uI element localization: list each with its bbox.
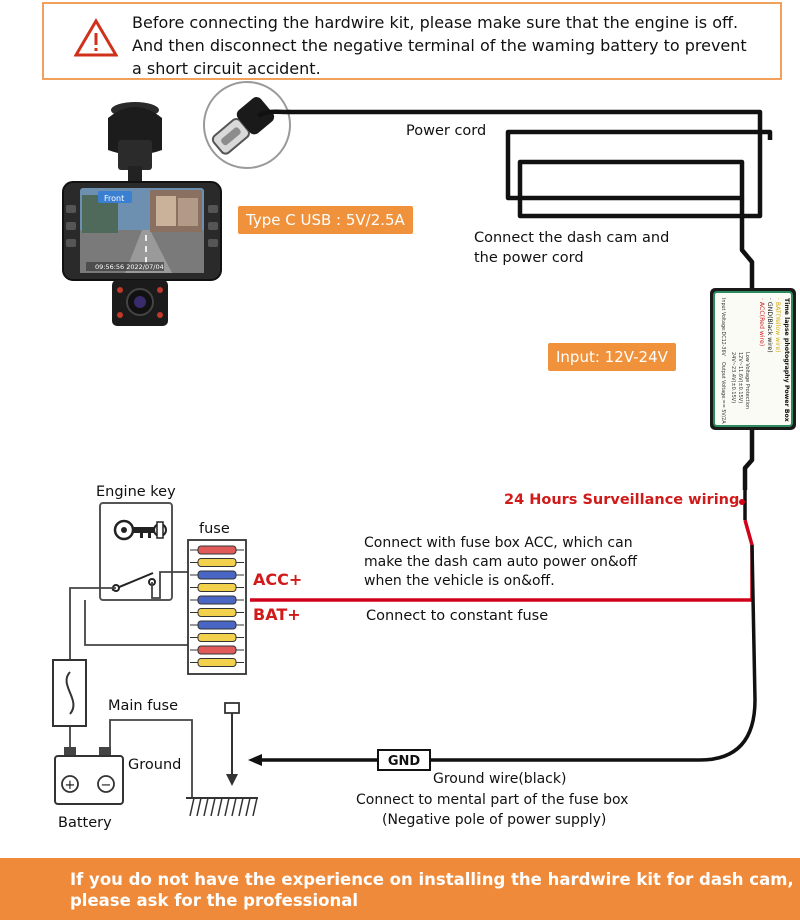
connect-dash-cam-line-2: the power cord (474, 250, 584, 266)
power-box-gnd: · GND(Black wire) (766, 298, 773, 353)
footer-line-1: If you do not have the experience on ins… (70, 870, 794, 889)
main-fuse (52, 659, 87, 727)
main-fuse-label: Main fuse (108, 698, 178, 714)
fuse-blade (197, 558, 237, 567)
svg-text:−: − (101, 778, 112, 793)
screen-timestamp: 09:56:56 2022/07/04 (95, 263, 164, 271)
power-box-spec-1: Input Voltage:DC12-36V (720, 298, 726, 357)
fuse-blade (197, 633, 237, 642)
black-ground-wire (260, 490, 757, 762)
battery-label: Battery (58, 815, 112, 831)
svg-text:+: + (65, 778, 76, 793)
engine-key (99, 502, 173, 601)
fuse-blade (197, 570, 237, 580)
warning-box: Before connecting the hardwire kit, plea… (42, 2, 782, 80)
fuse-blade (197, 583, 237, 592)
fuse-blade (197, 620, 237, 630)
fuse-blade (197, 645, 237, 655)
power-cord (262, 109, 773, 490)
dash-cam: Front 09:56:56 2022/07/04 (62, 102, 222, 326)
power-box-spec-2: Output Voltage:== 5V/2A (720, 362, 726, 424)
type-c-badge: Type C USB : 5V/2.5A (238, 206, 413, 234)
fuse-blade (197, 545, 237, 555)
gnd-label: GND (388, 754, 421, 769)
screen-front-label: Front (104, 194, 124, 203)
footer-line-2: please ask for the professional (70, 891, 359, 910)
surveillance-label: 24 Hours Surveillance wiring (504, 492, 739, 508)
power-box-spec-3: Low Voltage Protection (744, 352, 750, 409)
power-box-acc: · ACC(Red wire) (758, 298, 765, 346)
key-icon (113, 519, 167, 541)
power-box-bat: · BAT(Yellow wire) (774, 298, 781, 353)
ground-wire-line-3: (Negative pole of power supply) (382, 812, 606, 828)
connect-dash-cam-line-1: Connect the dash cam and (474, 230, 669, 246)
input-voltage-badge: Input: 12V-24V (548, 343, 676, 371)
battery-icon: + − (54, 747, 124, 805)
footer-banner: If you do not have the experience on ins… (0, 858, 800, 920)
power-cord-label: Power cord (406, 123, 486, 139)
fuse-label: fuse (199, 521, 230, 537)
power-box-spec-4: 12V~11.6V(±0.15V) (737, 352, 743, 403)
warning-line-1: Before connecting the hardwire kit, plea… (132, 13, 739, 32)
fuse-box (187, 539, 247, 675)
acc-label: ACC+ (253, 570, 302, 589)
engine-key-label: Engine key (96, 484, 176, 500)
fuse-blade (197, 608, 237, 617)
surveillance-dot-icon (739, 499, 745, 505)
ground-wire-line-1: Ground wire(black) (433, 771, 566, 787)
warning-line-3: a short circuit accident. (132, 59, 321, 78)
power-box-title: Time lapse photography Power Box (783, 298, 790, 422)
fuse-blade (197, 658, 237, 667)
power-box: Time lapse photography Power Box · BAT(Y… (710, 288, 796, 430)
fuse-blade (197, 595, 237, 605)
ground-symbol-icon (186, 702, 258, 817)
warning-line-2: And then disconnect the negative termina… (132, 36, 747, 55)
power-box-spec-5: 24V~23.4V(±0.15V) (730, 352, 736, 403)
warning-icon (74, 18, 118, 57)
bat-desc: Connect to constant fuse (366, 608, 548, 624)
gnd-tag: GND (377, 749, 431, 771)
bat-label: BAT+ (253, 605, 301, 624)
acc-desc-line-2: make the dash cam auto power on&off (364, 554, 637, 570)
ground-arrow-icon (248, 754, 262, 766)
acc-desc-line-3: when the vehicle is on&off. (364, 573, 555, 589)
usb-c-connector (203, 81, 291, 169)
ground-label: Ground (128, 757, 181, 773)
acc-desc-line-1: Connect with fuse box ACC, which can (364, 535, 633, 551)
ground-wire-line-2: Connect to mental part of the fuse box (356, 792, 628, 808)
circuit-lines (69, 571, 193, 798)
